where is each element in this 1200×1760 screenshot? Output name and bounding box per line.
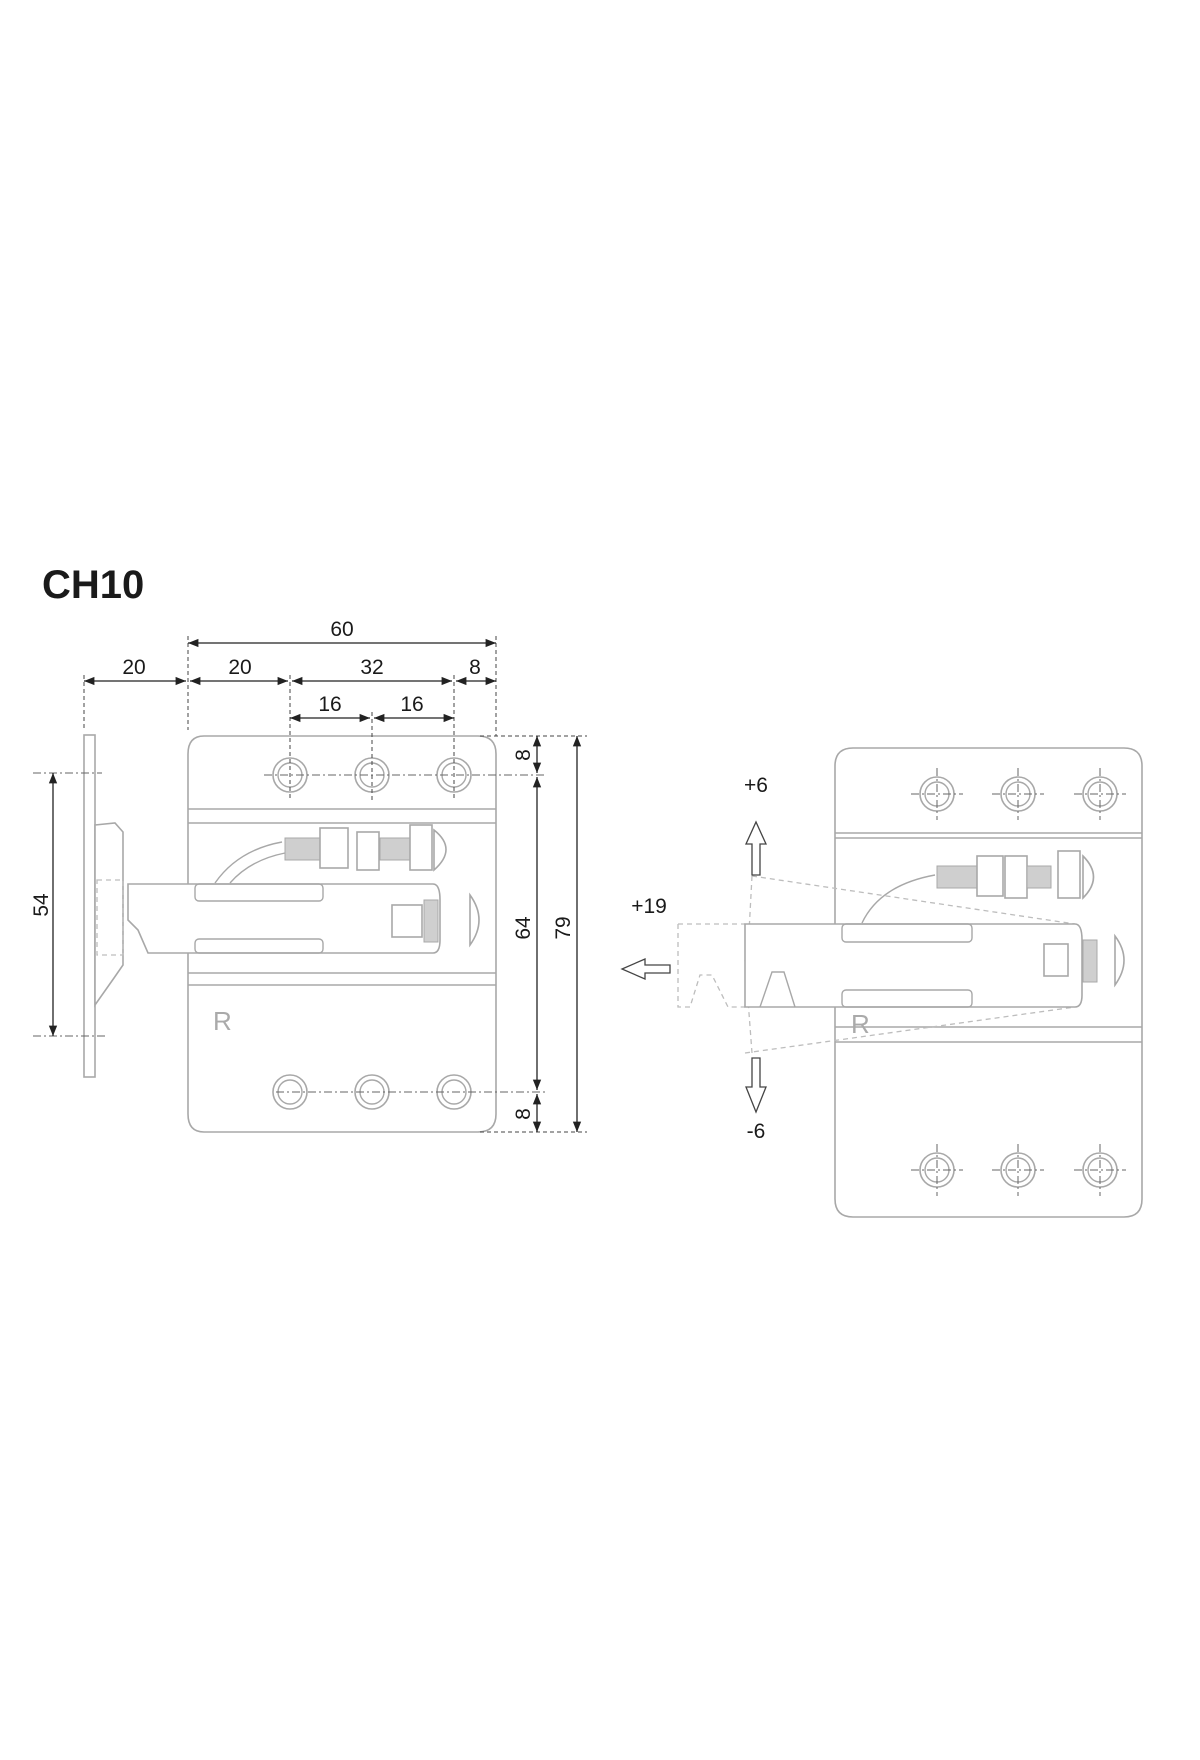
- arrow-down-icon: [745, 1057, 767, 1114]
- dim-hole-pitch-1: 16: [318, 693, 341, 716]
- dim-hole-row-distance: 64: [512, 916, 535, 940]
- dim-edge-margin: 8: [469, 656, 481, 679]
- right-view: R +6 -6 +19: [620, 747, 1143, 1218]
- side-mark-r-right: R: [851, 1009, 870, 1039]
- mounting-plate-side: [83, 734, 124, 1078]
- model-title: CH10: [42, 563, 144, 607]
- dim-first-hole-offset: 20: [228, 656, 251, 679]
- hinge-plate: R: [127, 735, 545, 1133]
- dim-hole-span: 32: [360, 656, 383, 679]
- dim-hole-pitch-2: 16: [400, 693, 423, 716]
- dim-overall-height: 79: [552, 916, 575, 939]
- dim-top-margin: 8: [512, 749, 535, 761]
- dim-plate-height: 54: [30, 893, 53, 917]
- dim-base-offset: 20: [122, 656, 145, 679]
- left-view: R: [30, 618, 587, 1133]
- dim-bottom-margin: 8: [512, 1108, 535, 1120]
- side-mark-r: R: [213, 1006, 232, 1036]
- arrow-up-icon: [744, 820, 768, 876]
- adjust-down-label: -6: [747, 1120, 766, 1143]
- adjust-up-label: +6: [744, 774, 768, 797]
- mounting-holes-right: [911, 768, 1126, 1196]
- arrow-left-icon: [620, 958, 671, 980]
- dim-overall-width: 60: [330, 618, 353, 641]
- adjust-depth-label: +19: [631, 895, 667, 918]
- mounting-holes: [272, 757, 472, 1110]
